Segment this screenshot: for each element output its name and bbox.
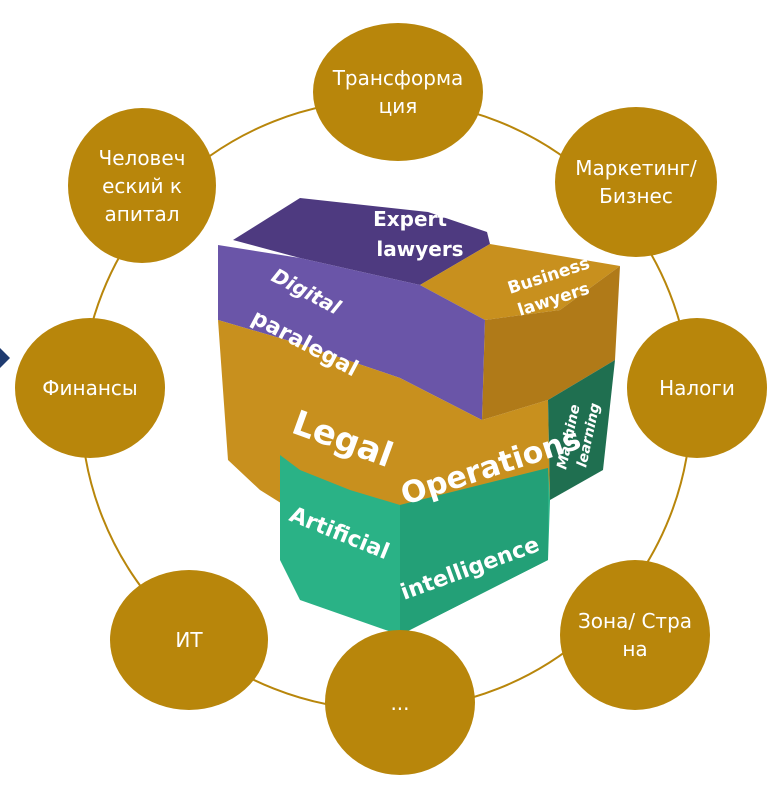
node-marketing: Маркетинг/ Бизнес: [555, 107, 717, 257]
node-taxes: Налоги: [627, 318, 767, 458]
cube-right-gold: [482, 266, 620, 420]
label-expert-lawyers: lawyers: [376, 237, 463, 261]
cube-top-gold: [420, 244, 620, 320]
cube-left-purple: [218, 245, 485, 420]
label-legal: Legal: [287, 403, 398, 476]
label-expert: Expert: [373, 207, 447, 231]
label-paralegal: paralegal: [247, 305, 362, 382]
label-digital: Digital: [268, 263, 346, 320]
node-transformation: Трансформация: [313, 23, 483, 161]
label-intelligence: intelligence: [398, 532, 543, 605]
node-more: ...: [325, 630, 475, 775]
cube-bottom-green-dark: [400, 468, 548, 635]
node-finance: Финансы: [15, 318, 165, 458]
node-it: ИТ: [110, 570, 268, 710]
cube-right-green: [548, 360, 615, 500]
node-zone: Зона/ Страна: [560, 560, 710, 710]
node-human: Человеческий капитал: [68, 108, 216, 263]
left-arrow-icon: [0, 340, 10, 376]
label-artificial: Artificial: [286, 502, 393, 565]
cube-top-purple: [233, 198, 490, 285]
